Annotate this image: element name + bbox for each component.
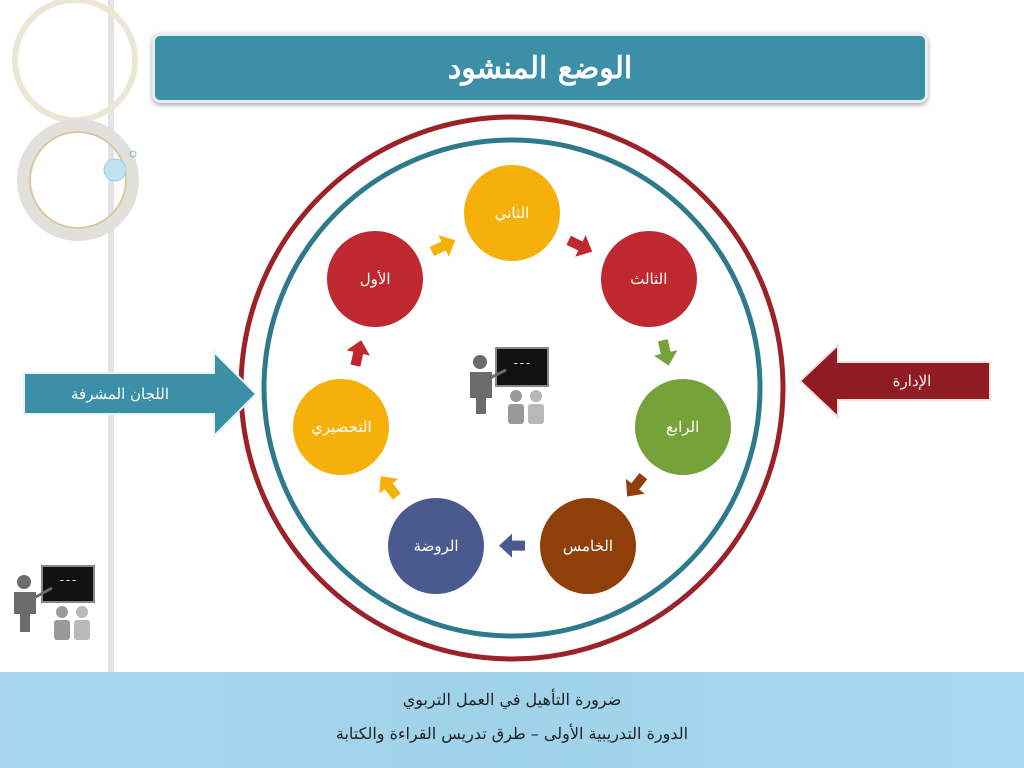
svg-text:ـ ـ ـ: ـ ـ ـ — [513, 356, 530, 367]
cycle-node: التحضيري — [293, 378, 390, 475]
cycle-node: الثالث — [600, 230, 697, 327]
svg-text:ـ ـ ـ: ـ ـ ـ — [59, 573, 76, 584]
cycle-arrow — [346, 340, 370, 367]
cycle-node: الأول — [327, 230, 424, 327]
cycle-node: الثاني — [464, 165, 560, 261]
right-arrow-label: الإدارة — [892, 372, 932, 390]
left-arrow — [23, 349, 258, 439]
cycle-diagram: ـ ـ ـ — [23, 114, 991, 662]
decorative-bubble — [103, 158, 127, 182]
footer-line-2: الدورة التدريبية الأولى – طرق تدريس القر… — [335, 724, 689, 743]
decorative-bubble — [129, 150, 137, 158]
inner-ring — [261, 137, 763, 639]
left-arrow-label: اللجان المشرفة — [70, 385, 170, 403]
cycle-arrow — [499, 533, 525, 558]
page-title: الوضع المنشود — [152, 33, 928, 103]
decorative-ring — [17, 119, 139, 241]
cycle-arrows — [346, 235, 678, 558]
right-arrow — [798, 342, 991, 420]
footer-line-1: ضرورة التأهيل في العمل التربوي — [402, 690, 622, 709]
footer: ضرورة التأهيل في العمل التربوي الدورة ال… — [0, 672, 1024, 768]
cycle-node: الخامس — [539, 497, 636, 594]
cycle-arrow — [429, 235, 456, 257]
cycle-arrow — [566, 235, 593, 257]
cycle-node: الروضة — [388, 497, 485, 594]
decorative-ring — [29, 131, 127, 229]
cycle-arrow — [654, 339, 678, 366]
cycle-node: الرابع — [634, 378, 731, 475]
teacher-board-icon: ـ ـ ـ — [470, 347, 549, 424]
teacher-board-icon: ـ ـ ـ — [14, 565, 95, 640]
cycle-arrow — [625, 473, 648, 497]
cycle-arrow — [379, 476, 401, 500]
